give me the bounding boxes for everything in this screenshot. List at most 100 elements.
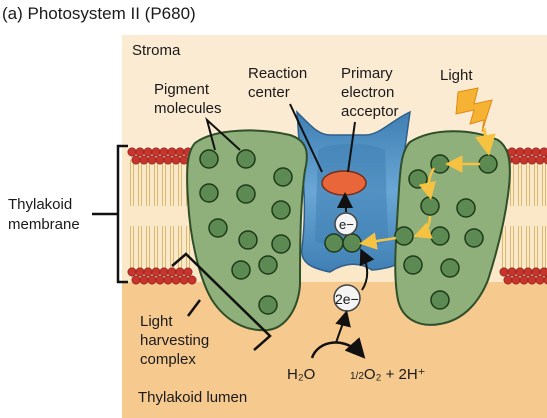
- products-fraction: 1/2: [350, 371, 364, 382]
- phospholipid-head: [535, 155, 545, 165]
- phospholipid-head: [135, 147, 145, 157]
- phospholipid-head: [499, 267, 509, 277]
- lipid-tail: [510, 226, 514, 272]
- light-label: Light: [440, 67, 473, 84]
- lhc-bracket: [171, 252, 272, 351]
- lipid-tail: [154, 160, 158, 206]
- stroma-label: Stroma: [132, 42, 181, 59]
- lipid-tail: [542, 160, 546, 206]
- phospholipid-head: [147, 155, 157, 165]
- lhc-label-line2: harvesting: [140, 332, 209, 349]
- phospholipid-head: [539, 267, 547, 277]
- thylakoid-membrane-label-line1: Thylakoid: [8, 196, 72, 213]
- phospholipid-head: [163, 275, 173, 285]
- light-arrow: [474, 127, 496, 156]
- phospholipid-head: [131, 155, 141, 165]
- phospholipid-head: [527, 155, 537, 165]
- phospholipid-head: [503, 275, 513, 285]
- phospholipid-head: [127, 147, 137, 157]
- pigment-molecule: [236, 149, 256, 169]
- pigment-molecule: [342, 233, 362, 253]
- two-electrons-label: 2e−: [335, 291, 359, 307]
- phospholipid-head: [159, 147, 169, 157]
- figure-title: (a) Photosystem II (P680): [2, 4, 196, 23]
- water-label: H₂O: [287, 366, 315, 383]
- lipid-tail: [138, 160, 142, 206]
- pigment-molecule: [456, 198, 476, 218]
- phospholipid-head: [179, 275, 189, 285]
- lipid-tail: [534, 226, 538, 272]
- reaction-center-pointer: [289, 103, 323, 173]
- phospholipid-head: [167, 147, 177, 157]
- pigment-molecule: [394, 226, 414, 246]
- lumen-label: Thylakoid lumen: [138, 389, 247, 406]
- phospholipid-head: [155, 275, 165, 285]
- electron-circle: [334, 212, 358, 236]
- pigment-molecule: [258, 255, 278, 275]
- lipid-tail: [138, 226, 142, 272]
- lipid-tail: [154, 226, 158, 272]
- pigment-molecule: [199, 149, 219, 169]
- phospholipid-head: [147, 275, 157, 285]
- phospholipid-head: [135, 267, 145, 277]
- primary-acceptor-label-line1: Primary: [341, 65, 393, 82]
- phospholipid-head: [167, 267, 177, 277]
- lipid-tail: [518, 160, 522, 206]
- pigment-molecule: [420, 196, 440, 216]
- lipid-tail: [130, 160, 134, 206]
- primary-electron-acceptor: [321, 170, 367, 196]
- lipid-tail: [186, 226, 190, 272]
- pigment-molecule: [440, 258, 460, 278]
- phospholipid-head: [143, 147, 153, 157]
- light-bolt-icon: [455, 87, 493, 133]
- pigment-label-line2: molecules: [154, 100, 222, 117]
- pigment-molecule: [430, 226, 450, 246]
- lipid-tail: [130, 226, 134, 272]
- lipid-tail: [162, 226, 166, 272]
- phospholipid-head: [527, 275, 537, 285]
- products-label: 1/2O₂ + 2H⁺: [350, 366, 426, 383]
- pigment-molecule: [258, 295, 278, 315]
- phospholipid-head: [519, 155, 529, 165]
- lipid-tail: [542, 226, 546, 272]
- electron-label: e−: [339, 217, 354, 232]
- phospholipid-head: [127, 267, 137, 277]
- phospholipid-head: [175, 147, 185, 157]
- lhc-label-line3: complex: [140, 351, 196, 368]
- lipid-tail: [170, 160, 174, 206]
- phospholipid-head: [163, 155, 173, 165]
- electrons-to-reaction-center-arrow: [359, 248, 375, 291]
- pigment-molecule: [478, 154, 498, 174]
- phospholipid-head: [523, 267, 533, 277]
- water-splitting-arrow: [310, 337, 366, 359]
- pigment-molecule: [208, 218, 228, 238]
- pigment-molecule: [231, 260, 251, 280]
- pigment-molecule: [408, 169, 428, 189]
- phospholipid-head: [151, 147, 161, 157]
- phospholipid-head: [131, 275, 141, 285]
- pigment-molecule: [273, 167, 293, 187]
- phospholipid-head: [139, 275, 149, 285]
- primary-acceptor-label-line2: electron: [341, 84, 394, 101]
- phospholipid-head: [511, 155, 521, 165]
- phospholipid-head: [511, 275, 521, 285]
- phospholipid-head: [531, 147, 541, 157]
- pigment-molecule: [238, 230, 258, 250]
- lipid-tail: [518, 226, 522, 272]
- phospholipid-head: [175, 267, 185, 277]
- phospholipid-head: [535, 275, 545, 285]
- phospholipid-head: [543, 155, 547, 165]
- pigment-label-line1: Pigment: [154, 81, 210, 98]
- phospholipid-head: [531, 267, 541, 277]
- pigment-pointer: [205, 116, 241, 151]
- phospholipid-head: [187, 275, 197, 285]
- lipid-tail: [526, 226, 530, 272]
- phospholipid-head: [171, 275, 181, 285]
- phospholipid-head: [183, 267, 193, 277]
- phospholipid-head: [139, 155, 149, 165]
- phospholipid-head: [159, 267, 169, 277]
- phospholipid-head: [539, 147, 547, 157]
- pigment-molecule: [324, 233, 344, 253]
- pigment-molecules: [199, 149, 498, 315]
- lipid-tail: [146, 160, 150, 206]
